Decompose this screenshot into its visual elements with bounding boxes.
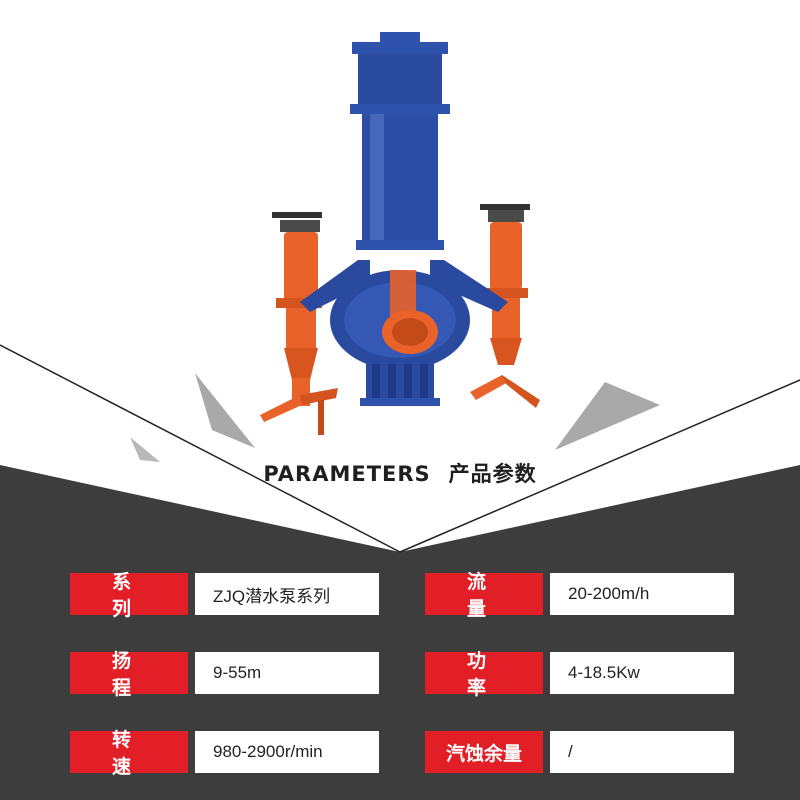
title-en: PARAMETERS — [263, 462, 431, 486]
title-cn: 产品参数 — [448, 462, 537, 486]
param-row-flow: 流量 20-200m/h — [425, 571, 734, 620]
param-row-speed: 转速 980-2900r/min — [70, 729, 379, 778]
param-row-power: 功率 4-18.5Kw — [425, 650, 734, 699]
right-diagonal-line — [399, 379, 800, 553]
right-agitator — [470, 204, 540, 408]
param-row-series: 系列 ZJQ潜水泵系列 — [70, 571, 379, 620]
right-support-arm — [430, 260, 508, 312]
param-label: 汽蚀余量 — [425, 731, 543, 773]
param-label: 扬程 — [70, 650, 188, 699]
param-label: 流量 — [425, 571, 543, 620]
param-value: 980-2900r/min — [195, 731, 379, 773]
pump-casing — [330, 270, 470, 406]
left-small-triangle — [130, 437, 160, 462]
param-label: 功率 — [425, 650, 543, 699]
left-agitator — [260, 212, 338, 435]
param-row-head: 扬程 9-55m — [70, 650, 379, 699]
left-support-arm — [300, 260, 370, 312]
section-title: PARAMETERS 产品参数 — [0, 458, 800, 488]
param-row-npsh: 汽蚀余量 / — [425, 731, 734, 773]
left-diagonal-line — [0, 344, 401, 553]
left-big-triangle — [195, 373, 255, 448]
param-label: 系列 — [70, 571, 188, 620]
param-label: 转速 — [70, 729, 188, 778]
param-value: 9-55m — [195, 652, 379, 694]
param-value: 20-200m/h — [550, 573, 734, 615]
param-value: 4-18.5Kw — [550, 652, 734, 694]
right-big-triangle — [555, 382, 660, 450]
param-value: / — [550, 731, 734, 773]
dark-panel — [0, 465, 800, 800]
param-value: ZJQ潜水泵系列 — [195, 573, 379, 615]
pump-illustration — [260, 32, 540, 435]
main-motor — [350, 32, 450, 250]
